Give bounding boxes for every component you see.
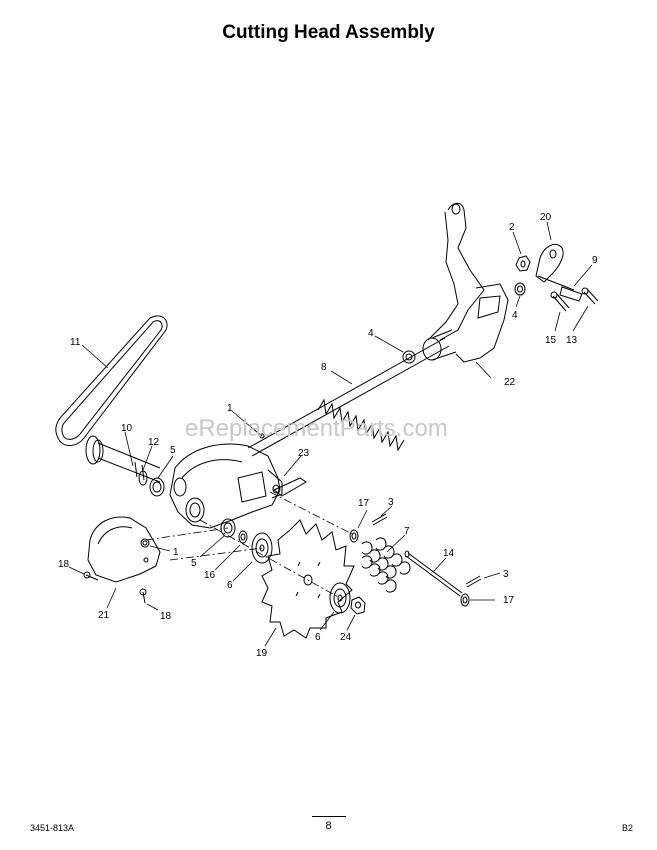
drive-belt (55, 315, 168, 446)
callout-18: 18 (58, 559, 70, 570)
document-number: 3451-813A (30, 823, 75, 833)
callout-7: 7 (404, 526, 410, 537)
callout-1b: 1 (173, 547, 179, 558)
screw (140, 538, 150, 548)
callout-23: 23 (298, 448, 310, 459)
callout-18b: 18 (160, 611, 172, 622)
callout-3: 3 (388, 497, 394, 508)
callout-17: 17 (358, 498, 370, 509)
spacer (402, 350, 416, 364)
washer (460, 593, 470, 607)
callout-6b: 6 (315, 632, 321, 643)
callout-9: 9 (592, 255, 598, 266)
hex-nut (515, 255, 531, 272)
screw (139, 588, 147, 604)
callout-14: 14 (443, 548, 455, 559)
bearing (220, 518, 236, 538)
bolt (581, 287, 599, 305)
chain-links (361, 537, 411, 593)
page-number-rule (312, 816, 346, 817)
washer (349, 529, 359, 543)
callout-4: 4 (368, 328, 374, 339)
callout-13: 13 (566, 335, 578, 346)
callout-19: 19 (256, 648, 268, 659)
callout-24: 24 (340, 632, 352, 643)
cutter-housing (169, 443, 283, 529)
cutting-blade (261, 519, 355, 639)
screw (83, 571, 99, 581)
callout-17b: 17 (503, 595, 515, 606)
callout-1: 1 (227, 403, 233, 414)
callout-2: 2 (509, 222, 515, 233)
bolt (550, 291, 570, 312)
callout-5b: 5 (191, 558, 197, 569)
spacer (514, 282, 526, 296)
callout-10: 10 (121, 423, 133, 434)
callout-3b: 3 (503, 569, 509, 580)
washer (238, 530, 248, 544)
callout-5: 5 (170, 445, 176, 456)
handle-lever (422, 202, 509, 363)
washer (138, 470, 148, 486)
bracket (273, 477, 307, 497)
latch-plate (535, 243, 575, 291)
callout-8: 8 (321, 362, 327, 373)
compression-spring (317, 398, 405, 452)
blade-washer (251, 532, 273, 564)
bearing (149, 477, 165, 497)
screw (251, 427, 265, 439)
chain-rod (404, 550, 463, 597)
page-number: 8 (325, 820, 332, 832)
section-code: B2 (621, 823, 633, 833)
callout-20: 20 (540, 212, 552, 223)
drive-shaft (85, 435, 161, 483)
belt-guard (87, 516, 161, 583)
callout-6: 6 (227, 580, 233, 591)
callout-11: 11 (70, 337, 81, 348)
cotter-pin (465, 575, 482, 588)
callout-12: 12 (148, 437, 160, 448)
callout-15: 15 (545, 335, 557, 346)
callout-labels: 11 10 12 5 1 8 4 23 2 20 9 4 15 13 22 17… (58, 212, 598, 659)
small-pin (559, 286, 583, 302)
callout-22: 22 (504, 377, 516, 388)
callout-4b: 4 (512, 310, 518, 321)
callout-16: 16 (204, 570, 216, 581)
cotter-pin (371, 513, 388, 526)
page-title: Cutting Head Assembly (222, 22, 435, 43)
callout-21: 21 (98, 610, 110, 621)
hex-nut (350, 596, 366, 615)
watermark: eReplacementParts.com (185, 415, 448, 442)
